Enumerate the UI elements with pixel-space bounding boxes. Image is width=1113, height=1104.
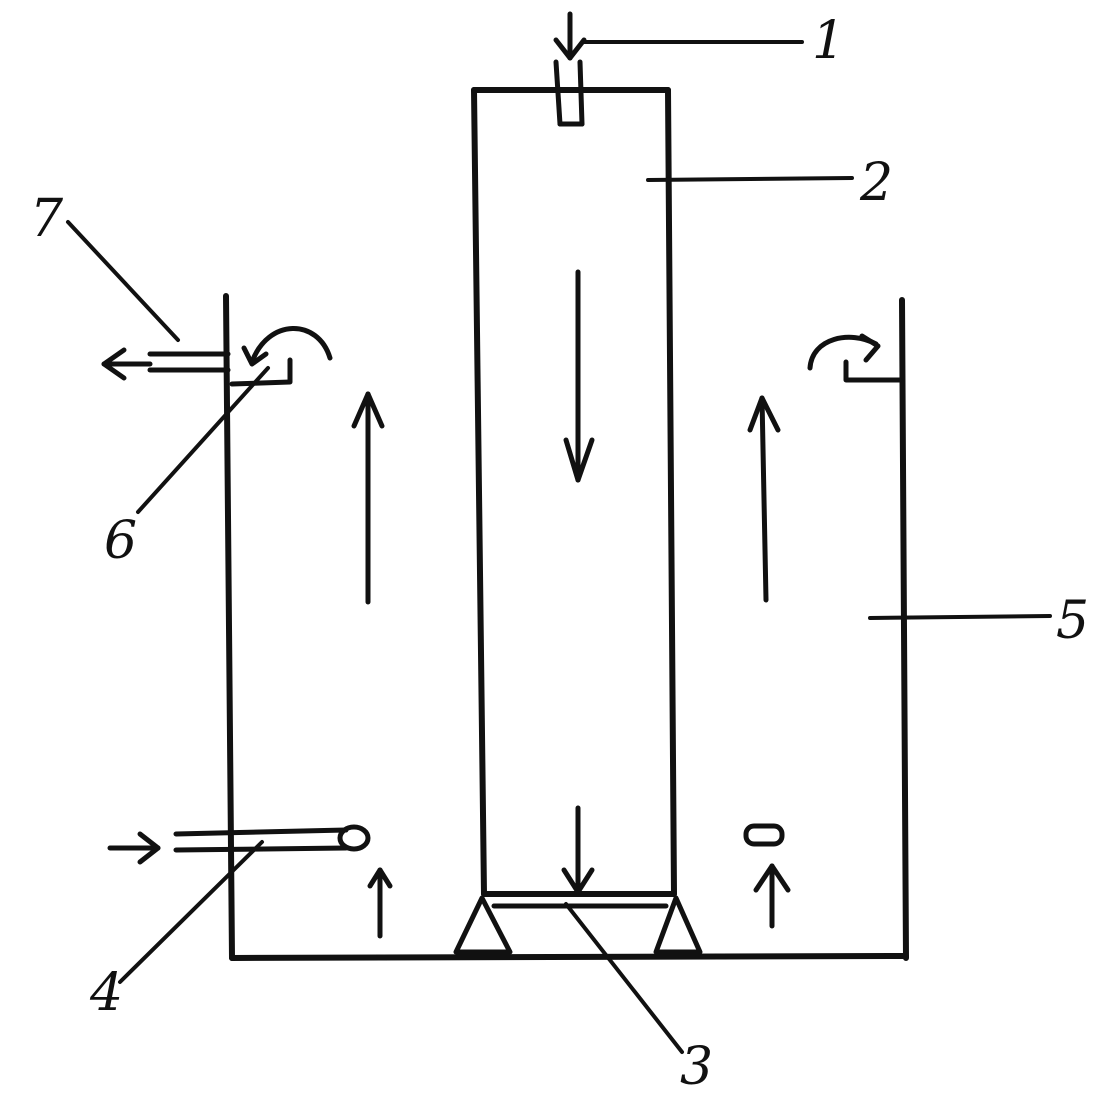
flow-arrows	[351, 269, 791, 939]
inner-right-wall	[665, 87, 677, 897]
leader-line-7	[66, 220, 180, 342]
inlet-nozzle-tip	[337, 824, 371, 852]
callout-label-3: 3	[680, 1037, 713, 1097]
downflow-arrow-center	[563, 269, 595, 483]
inner-draft-tube	[471, 87, 677, 897]
right-overflow-arrow	[807, 334, 879, 371]
bottom-downflow-head	[561, 867, 595, 895]
inner-left-wall	[471, 87, 487, 897]
outer-right-wall	[899, 297, 909, 961]
outer-left-wall	[223, 293, 235, 961]
upflow-arrow-right	[747, 395, 781, 603]
gas-bubble	[743, 823, 785, 847]
bottom-support	[453, 805, 703, 955]
left-weir-baffle	[229, 326, 333, 387]
left-outlet-pipe	[101, 347, 231, 381]
left-overflow-arrow	[249, 326, 333, 365]
leader-line-4	[118, 840, 264, 984]
upflow-arrow-lower-left	[367, 867, 393, 939]
right-weir-baffle	[807, 333, 903, 383]
callout-label-2: 2	[859, 153, 893, 213]
support-foot-right	[653, 895, 703, 955]
upflow-arrow-left	[351, 391, 385, 605]
inlet-arrow-head	[553, 37, 587, 61]
upflow-arrow-lower-right	[753, 863, 791, 929]
lower-inlet-arrow-head	[137, 831, 161, 865]
outer-bottom-wall	[229, 953, 909, 961]
leader-line-6	[136, 366, 270, 514]
top-inlet-nozzle	[553, 11, 587, 127]
leader-lines	[66, 40, 1052, 1054]
callout-label-7: 7	[30, 189, 64, 249]
callout-labels: 1 2 3 4 5 6 7	[30, 11, 1089, 1097]
callout-label-1: 1	[812, 11, 845, 71]
callout-label-6: 6	[104, 511, 137, 571]
lower-inlet-pipe	[107, 824, 371, 865]
leader-line-5	[868, 614, 1052, 620]
leader-line-3	[564, 902, 684, 1054]
outlet-arrow-head	[101, 347, 127, 381]
outer-vessel	[223, 293, 909, 961]
callout-label-4: 4	[89, 963, 123, 1023]
callout-label-5: 5	[1056, 591, 1089, 651]
support-foot-left	[453, 895, 513, 955]
leader-line-2	[646, 176, 854, 182]
